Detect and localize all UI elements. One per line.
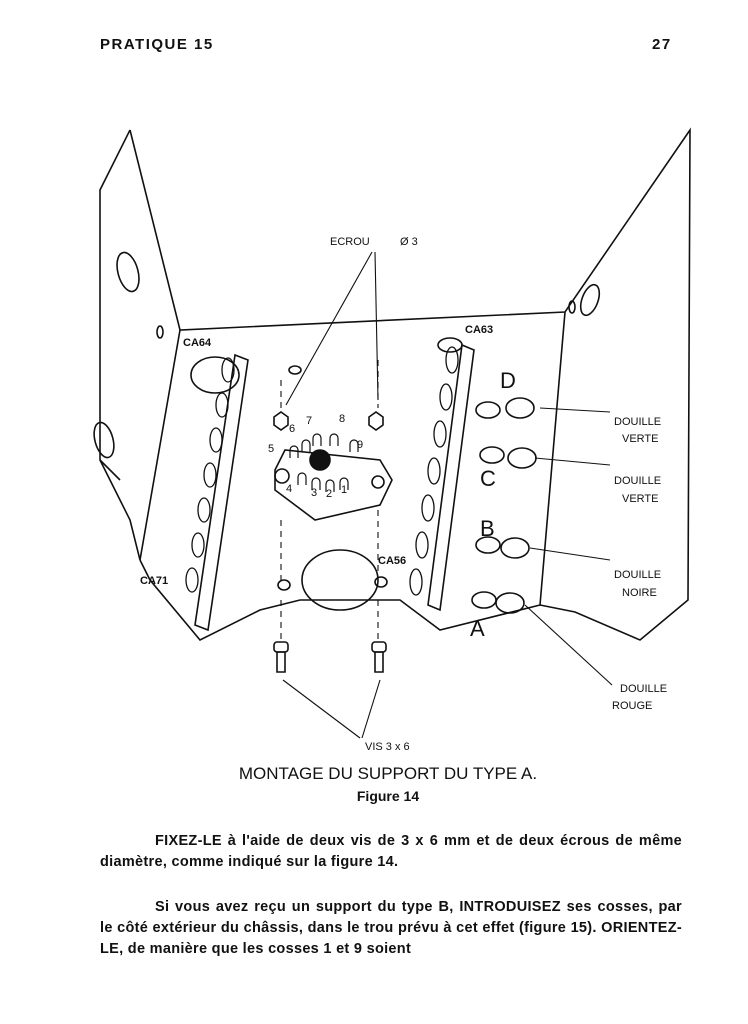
terminal-strip-right	[409, 343, 475, 612]
label-b: B	[480, 516, 495, 541]
pin-7: 7	[306, 415, 312, 427]
page-number: 27	[652, 36, 672, 53]
figure-number: Figure 14	[356, 788, 420, 804]
douille-c-line1: DOUILLE	[614, 475, 661, 487]
label-a: A	[470, 616, 485, 641]
paragraph-1: FIXEZ-LE à l'aide de deux vis de 3 x 6 m…	[100, 831, 682, 873]
paragraph-1-text: FIXEZ-LE à l'aide de deux vis de 3 x 6 m…	[100, 833, 682, 870]
pin-1: 1	[341, 484, 347, 496]
label-ecrou: ECROU	[330, 236, 370, 248]
running-header: PRATIQUE 15	[100, 36, 214, 53]
douille-b-line2: NOIRE	[622, 587, 657, 599]
terminal-strip-left	[185, 353, 249, 632]
label-ca56: CA56	[378, 555, 406, 567]
douille-a-line1: DOUILLE	[620, 683, 667, 695]
tube-socket	[273, 411, 393, 521]
label-ca64: CA64	[183, 337, 212, 349]
label-d: D	[500, 368, 516, 393]
label-c: C	[480, 466, 496, 491]
label-ca71: CA71	[140, 575, 168, 587]
pin-3: 3	[311, 487, 317, 499]
paragraph-2: Si vous avez reçu un support du type B, …	[100, 897, 682, 960]
label-ca63: CA63	[465, 324, 493, 336]
pin-8: 8	[339, 413, 345, 425]
douille-b-line1: DOUILLE	[614, 569, 661, 581]
label-ecrou-diameter: Ø 3	[400, 236, 418, 248]
douille-d-line2: VERTE	[622, 433, 658, 445]
leader-lines	[282, 251, 613, 739]
pin-9: 9	[357, 439, 363, 451]
figure-14-drawing: ECROU Ø 3 CA64 CA63 CA71 CA56 1 2 3 4 5 …	[93, 127, 691, 753]
assembly-axes	[280, 360, 379, 640]
douille-a-line2: ROUGE	[612, 700, 652, 712]
pin-6: 6	[289, 423, 295, 435]
douille-c-line2: VERTE	[622, 493, 658, 505]
douille-d-line1: DOUILLE	[614, 416, 661, 428]
screws	[273, 641, 387, 673]
figure-caption: MONTAGE DU SUPPORT DU TYPE A.	[238, 764, 538, 783]
paragraph-2-text: Si vous avez reçu un support du type B, …	[100, 899, 682, 957]
pin-4: 4	[286, 483, 292, 495]
pin-2: 2	[326, 488, 332, 500]
label-vis: VIS 3 x 6	[365, 741, 410, 753]
pin-5: 5	[268, 443, 274, 455]
jacks	[471, 397, 537, 614]
